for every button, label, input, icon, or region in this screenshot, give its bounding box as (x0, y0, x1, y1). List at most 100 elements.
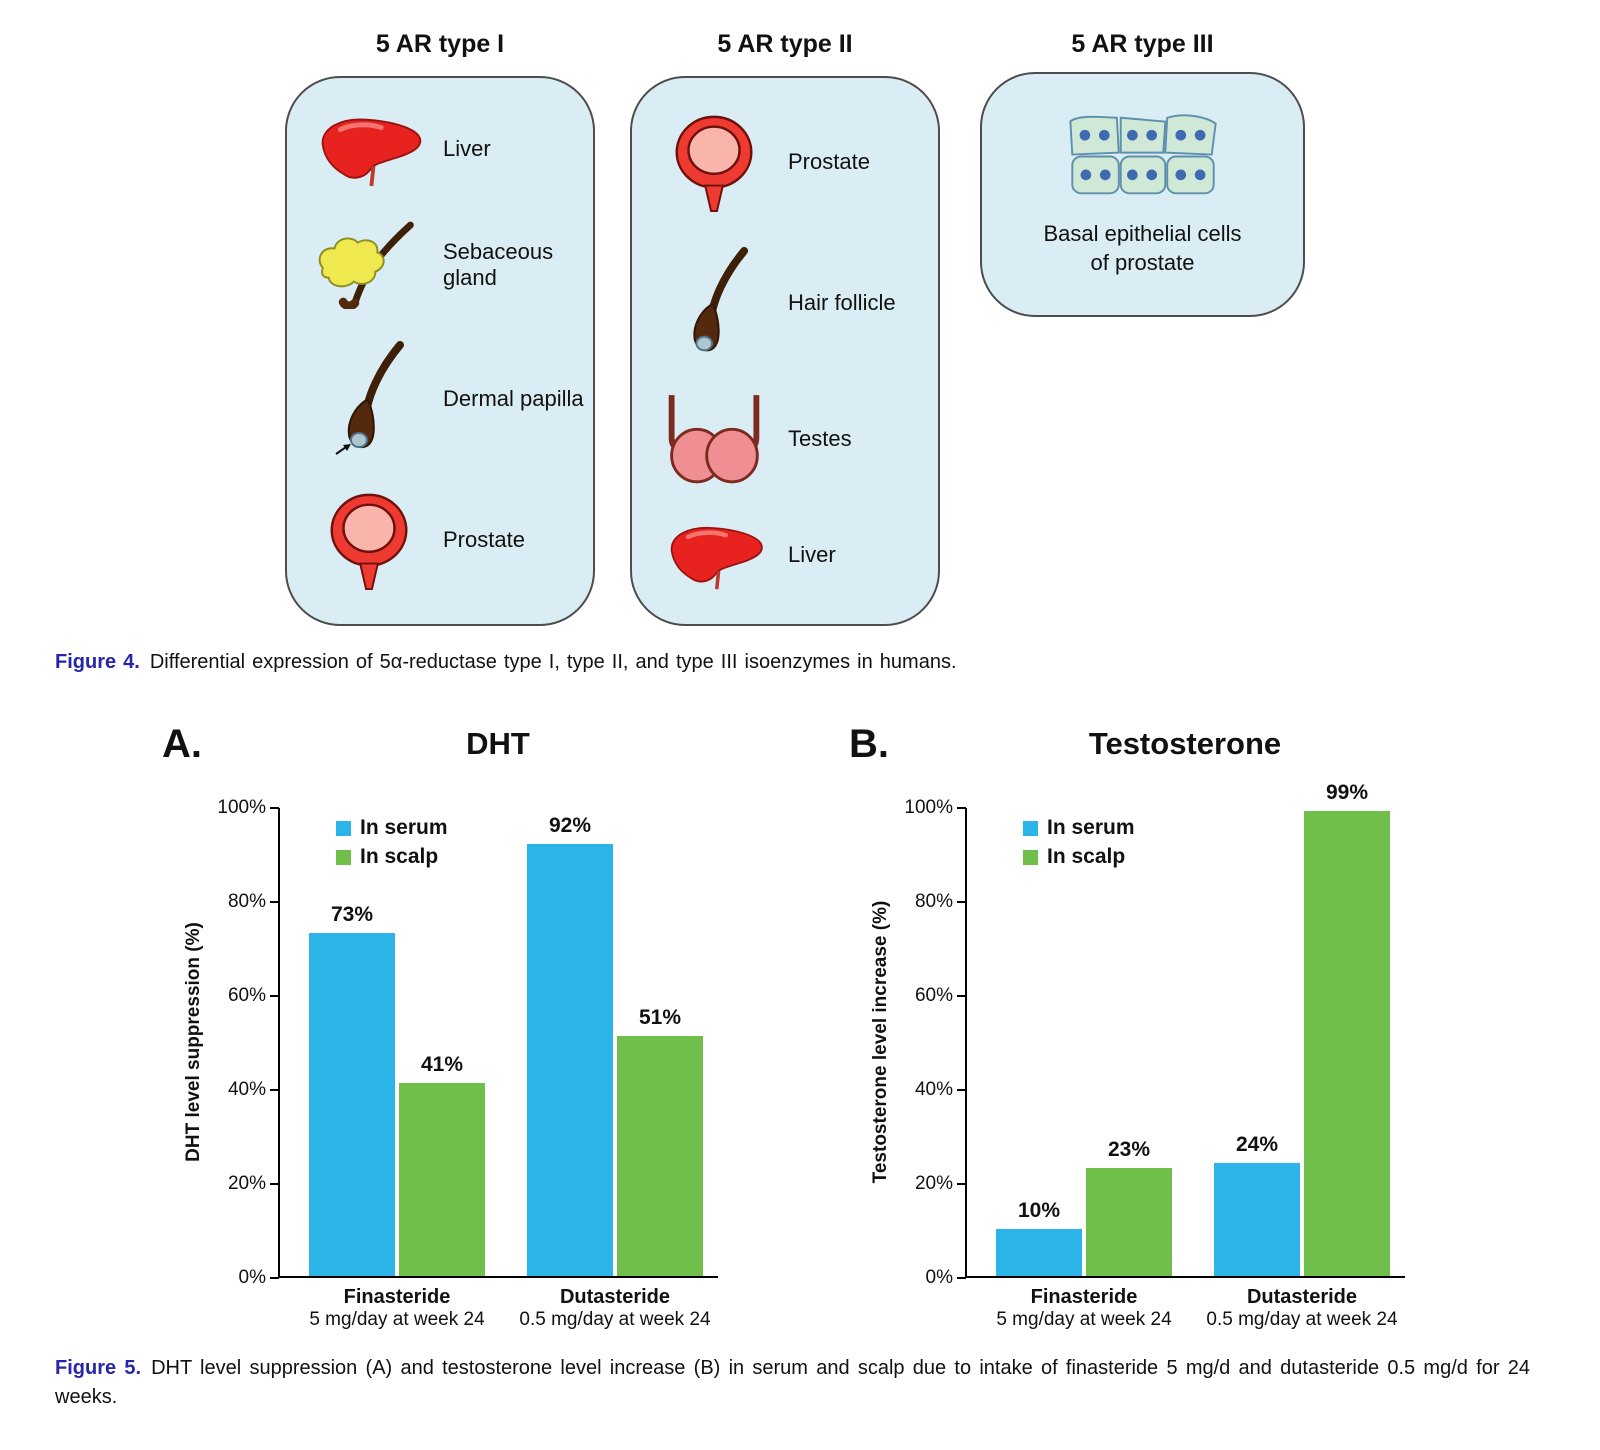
y-tick-mark (957, 1089, 966, 1091)
bar-value-label: 10% (1017, 1199, 1061, 1222)
panel-title-type-1: 5 AR type I (375, 30, 505, 58)
bar-finasteride-in-scalp (1086, 1167, 1172, 1276)
dermal-papilla-icon (295, 341, 443, 456)
y-tick-label: 80% (914, 891, 953, 912)
organ-item-sebaceous-gland: Sebaceous gland (295, 221, 585, 309)
organ-label: Basal epithelial cells of prostate (1043, 221, 1242, 275)
organ-label: Liver (443, 136, 491, 162)
legend-label: In serum (360, 816, 448, 839)
chart-legend: In serum In scalp (336, 816, 448, 874)
bar-dutasteride-in-serum (527, 843, 613, 1276)
chart-title: DHT (466, 726, 530, 761)
legend-label: In scalp (1047, 845, 1126, 868)
legend-swatch (1023, 849, 1038, 865)
y-tick-label: 20% (227, 1173, 266, 1194)
x-category-dose: 0.5 mg/day at week 24 (1206, 1309, 1398, 1330)
prostate-icon (295, 489, 443, 592)
figure4-caption-label: Figure 4. (55, 651, 140, 673)
x-category-dose: 5 mg/day at week 24 (309, 1309, 485, 1330)
y-tick-mark (270, 1277, 279, 1279)
y-tick-label: 100% (904, 797, 953, 818)
figure5-caption-text: DHT level suppression (A) and testostero… (55, 1357, 1530, 1408)
legend-swatch (336, 849, 351, 865)
liver-icon (640, 519, 788, 591)
y-tick-mark (957, 1183, 966, 1185)
x-category-name: Dutasteride (559, 1286, 671, 1308)
legend-item: In scalp (1023, 845, 1135, 869)
x-category-name: Dutasteride (1246, 1286, 1358, 1308)
prostate-icon (640, 111, 788, 214)
y-tick-label: 60% (914, 985, 953, 1006)
y-tick-label: 20% (914, 1173, 953, 1194)
organ-label: Hair follicle (788, 290, 896, 316)
y-tick-mark (957, 807, 966, 809)
organ-item-hair-follicle: Hair follicle (640, 247, 930, 359)
y-tick-mark (957, 901, 966, 903)
organ-item-dermal-papilla: Dermal papilla (295, 341, 585, 456)
bar-value-label: 24% (1235, 1133, 1279, 1157)
testes-icon (640, 393, 788, 486)
organ-label: Dermal papilla (443, 385, 584, 411)
organ-item-liver: Liver (295, 110, 585, 188)
y-axis-title: DHT level suppression (%) (183, 922, 204, 1162)
y-tick-mark (270, 901, 279, 903)
bar-value-label: 23% (1107, 1137, 1151, 1161)
panel-5ar-type-2: Prostate Hair follicle (630, 76, 940, 626)
figure4-caption-text: Differential expression of 5α-reductase … (149, 651, 957, 673)
legend-item: In scalp (336, 845, 448, 869)
chart-panel-letter: B. (849, 722, 889, 766)
y-tick-label: 100% (217, 797, 266, 818)
y-tick-mark (957, 995, 966, 997)
legend-item: In serum (336, 816, 448, 840)
legend-swatch (1023, 820, 1038, 836)
y-tick-mark (270, 1089, 279, 1091)
y-tick-mark (270, 1183, 279, 1185)
panel-title-type-3: 5 AR type III (1071, 30, 1214, 58)
figure5-caption: Figure 5.DHT level suppression (A) and t… (55, 1354, 1530, 1412)
bar-value-label: 51% (638, 1006, 682, 1030)
figure5-caption-label: Figure 5. (55, 1357, 142, 1379)
hair-follicle-icon (640, 247, 788, 359)
figure4-caption: Figure 4. Differential expression of 5α-r… (55, 648, 1055, 677)
organ-item-testes: Testes (640, 393, 930, 486)
organ-label: Prostate (443, 527, 525, 553)
bar-value-label: 73% (330, 902, 374, 926)
bar-value-label: 41% (420, 1053, 464, 1077)
y-tick-label: 0% (925, 1267, 953, 1288)
y-tick-mark (957, 1277, 966, 1279)
bar-finasteride-in-scalp (399, 1083, 485, 1276)
chart-legend: In serum In scalp (1023, 816, 1135, 874)
liver-icon (295, 110, 443, 188)
bar-value-label: 99% (1325, 780, 1369, 804)
y-axis-title: Testosterone level increase (%) (870, 900, 891, 1184)
basal-cells-icon (1059, 110, 1227, 202)
y-tick-mark (270, 807, 279, 809)
y-tick-label: 0% (238, 1267, 266, 1288)
x-category-name: Finasteride (343, 1286, 451, 1308)
organ-label: Liver (788, 542, 836, 568)
y-tick-label: 80% (227, 891, 266, 912)
chart-title: Testosterone (1088, 726, 1282, 761)
x-category-name: Finasteride (1030, 1286, 1138, 1308)
organ-item-liver: Liver (640, 519, 930, 591)
legend-swatch (336, 820, 351, 836)
organ-label: Testes (788, 426, 852, 452)
bar-dutasteride-in-scalp (617, 1036, 703, 1276)
y-tick-label: 40% (227, 1079, 266, 1100)
legend-label: In serum (1047, 816, 1135, 839)
y-tick-label: 40% (914, 1079, 953, 1100)
organ-item-prostate: Prostate (295, 489, 585, 592)
panel-5ar-type-1: Liver Sebaceous gland (285, 76, 595, 626)
legend-label: In scalp (360, 845, 439, 868)
x-category-dose: 0.5 mg/day at week 24 (519, 1309, 711, 1330)
organ-label: Prostate (788, 149, 870, 175)
legend-item: In serum (1023, 816, 1135, 840)
panel-title-type-2: 5 AR type II (717, 30, 853, 58)
bar-finasteride-in-serum (309, 932, 395, 1276)
bar-finasteride-in-serum (996, 1229, 1082, 1276)
bar-dutasteride-in-serum (1214, 1163, 1300, 1276)
